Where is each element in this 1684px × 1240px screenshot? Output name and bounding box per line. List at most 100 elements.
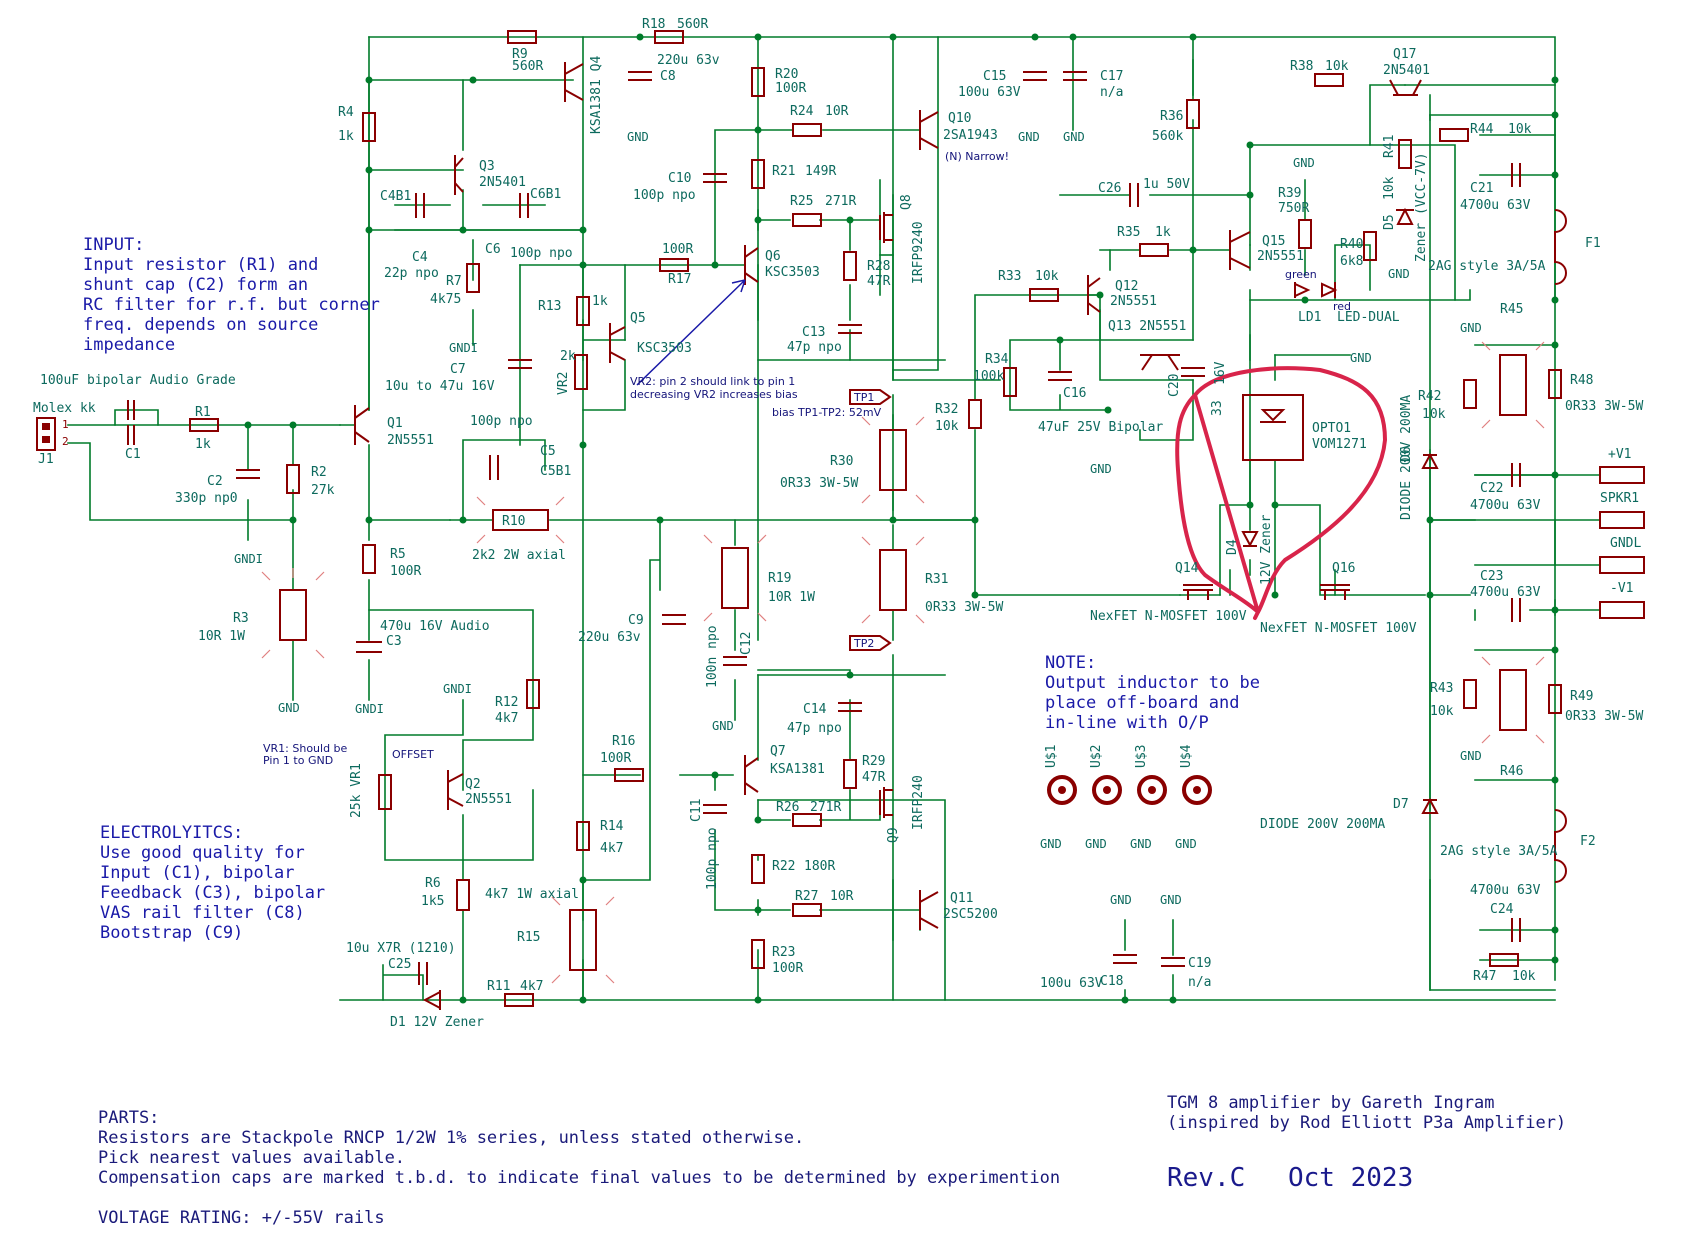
opto-label: OPTO1 xyxy=(1312,421,1351,436)
r24-value: 10R xyxy=(825,104,849,119)
r10-value: 2k2 2W axial xyxy=(472,548,566,563)
c12-value: 100n npo xyxy=(705,625,720,688)
q17-label: Q17 xyxy=(1393,47,1416,62)
r23-value: 100R xyxy=(772,961,803,976)
svg-text:Bootstrap (C9): Bootstrap (C9) xyxy=(100,923,243,943)
gnd-label: GND xyxy=(1110,893,1132,907)
c20-value: 16V xyxy=(1213,361,1228,385)
u2-label: U$2 xyxy=(1089,745,1104,768)
q2-value: 2N5551 xyxy=(465,792,512,807)
c15-label: C15 xyxy=(983,69,1006,84)
r9-value: 560R xyxy=(512,59,543,74)
labels: Molex kk J1 1 2 100uF bipolar Audio Grad… xyxy=(33,17,1643,1030)
c6-label: C6 xyxy=(485,242,501,257)
r48-label: R48 xyxy=(1570,373,1593,388)
c6-value: 100p npo xyxy=(510,246,573,261)
r21-value: 149R xyxy=(805,164,836,179)
c23-value: 4700u 63V xyxy=(1470,585,1541,600)
q11-label: Q11 xyxy=(950,891,973,906)
svg-text:RC filter for r.f. but corner: RC filter for r.f. but corner xyxy=(83,295,380,315)
r22-label: R22 xyxy=(772,859,795,874)
r21-label: R21 xyxy=(772,164,795,179)
r35-label: R35 xyxy=(1117,225,1140,240)
d1-label: D1 12V Zener xyxy=(390,1015,484,1030)
r16-value: 100R xyxy=(600,751,631,766)
r28-value: 47R xyxy=(867,274,891,289)
j1-pin1: 1 xyxy=(62,418,69,431)
r18-value: 560R xyxy=(677,17,708,32)
voltage-rating: VOLTAGE RATING: +/-55V rails xyxy=(98,1208,385,1228)
gnd-label: GND xyxy=(1350,351,1372,365)
r39-label: R39 xyxy=(1278,186,1301,201)
c3-label: C3 xyxy=(386,634,402,649)
gnd-label: GND xyxy=(1388,267,1410,281)
vr1-note-1: VR1: Should be xyxy=(263,742,348,755)
r12-label: R12 xyxy=(495,695,518,710)
r23-label: R23 xyxy=(772,945,795,960)
r14-value: 4k7 xyxy=(600,841,623,856)
c20-extra: 33 xyxy=(1210,400,1225,416)
c7-value: 10u to 47u 16V xyxy=(385,379,495,394)
gnd-label: GND xyxy=(1160,893,1182,907)
c17-label: C17 xyxy=(1100,69,1123,84)
c13-value: 47p npo xyxy=(787,340,842,355)
revision: Rev.C xyxy=(1167,1163,1245,1193)
vr1-note-2: Pin 1 to GND xyxy=(263,754,333,767)
r13-label: R13 xyxy=(538,299,561,314)
offset-label: OFFSET xyxy=(392,748,434,761)
q8-value: IRFP9240 xyxy=(911,221,926,284)
r3-label: R3 xyxy=(233,611,249,626)
q1-value: 2N5551 xyxy=(387,433,434,448)
c16-value: 47uF 25V Bipolar xyxy=(1038,420,1163,435)
q14-value: NexFET N-MOSFET 100V xyxy=(1090,609,1247,624)
r5-label: R5 xyxy=(390,547,406,562)
gnd-label: GND xyxy=(1175,837,1197,851)
r47-label: R47 xyxy=(1473,969,1496,984)
r44-value: 10k xyxy=(1508,122,1532,137)
vr2-note-2: decreasing VR2 increases bias xyxy=(630,388,798,401)
u1-label: U$1 xyxy=(1044,745,1059,768)
r17-value: 100R xyxy=(662,242,693,257)
gnd-label: GND xyxy=(1085,837,1107,851)
r4-value: 1k xyxy=(338,129,354,144)
gnd-label: GND xyxy=(627,130,649,144)
gnd-label: GND xyxy=(712,719,734,733)
ld1-label: LD1 xyxy=(1298,310,1321,325)
c5-label: C5 xyxy=(540,444,556,459)
r6-label: R6 xyxy=(425,876,441,891)
vr2-arrow xyxy=(636,279,746,386)
r41-label: R41 xyxy=(1382,135,1397,158)
r5-value: 100R xyxy=(390,564,421,579)
r20-value: 100R xyxy=(775,81,806,96)
q4-label: KSA1381 Q4 xyxy=(589,56,604,134)
svg-text:impedance: impedance xyxy=(83,335,175,355)
title-line-2: (inspired by Rod Elliott P3a Amplifier) xyxy=(1167,1113,1566,1133)
led-red: red xyxy=(1333,300,1351,313)
r35-value: 1k xyxy=(1155,225,1171,240)
r11-value: 4k7 xyxy=(520,979,543,994)
svg-text:shunt cap (C2) form an: shunt cap (C2) form an xyxy=(83,275,308,295)
r49-value: 0R33 3W-5W xyxy=(1565,709,1643,724)
q2-label: Q2 xyxy=(465,777,481,792)
svg-text:Resistors are Stackpole RNCP 1: Resistors are Stackpole RNCP 1/2W 1% ser… xyxy=(98,1128,804,1148)
q9-value: IRFP240 xyxy=(911,775,926,830)
q10-note: (N) Narrow! xyxy=(945,150,1009,163)
r43-label: R43 xyxy=(1430,681,1453,696)
q15-value: 2N5551 xyxy=(1257,249,1304,264)
r13-value: 1k xyxy=(592,294,608,309)
vr2-label: VR2 xyxy=(556,372,571,395)
c5-value: 100p npo xyxy=(470,414,533,429)
c18-label: C18 xyxy=(1100,974,1123,989)
r7-label: R7 xyxy=(446,274,462,289)
svg-text:Input resistor (R1) and: Input resistor (R1) and xyxy=(83,255,318,275)
gnd-label: GND xyxy=(278,701,300,715)
c2-value: 330p np0 xyxy=(175,491,238,506)
r18-label: R18 xyxy=(642,17,665,32)
c4b1-label: C4B1 xyxy=(380,189,411,204)
c26-label: C26 xyxy=(1098,181,1121,196)
svg-text:Feedback (C3), bipolar: Feedback (C3), bipolar xyxy=(100,883,325,903)
spkr1-label: SPKR1 xyxy=(1600,491,1639,506)
r15-value: 4k7 1W axial xyxy=(485,887,579,902)
gnd-label: GND xyxy=(1018,130,1040,144)
